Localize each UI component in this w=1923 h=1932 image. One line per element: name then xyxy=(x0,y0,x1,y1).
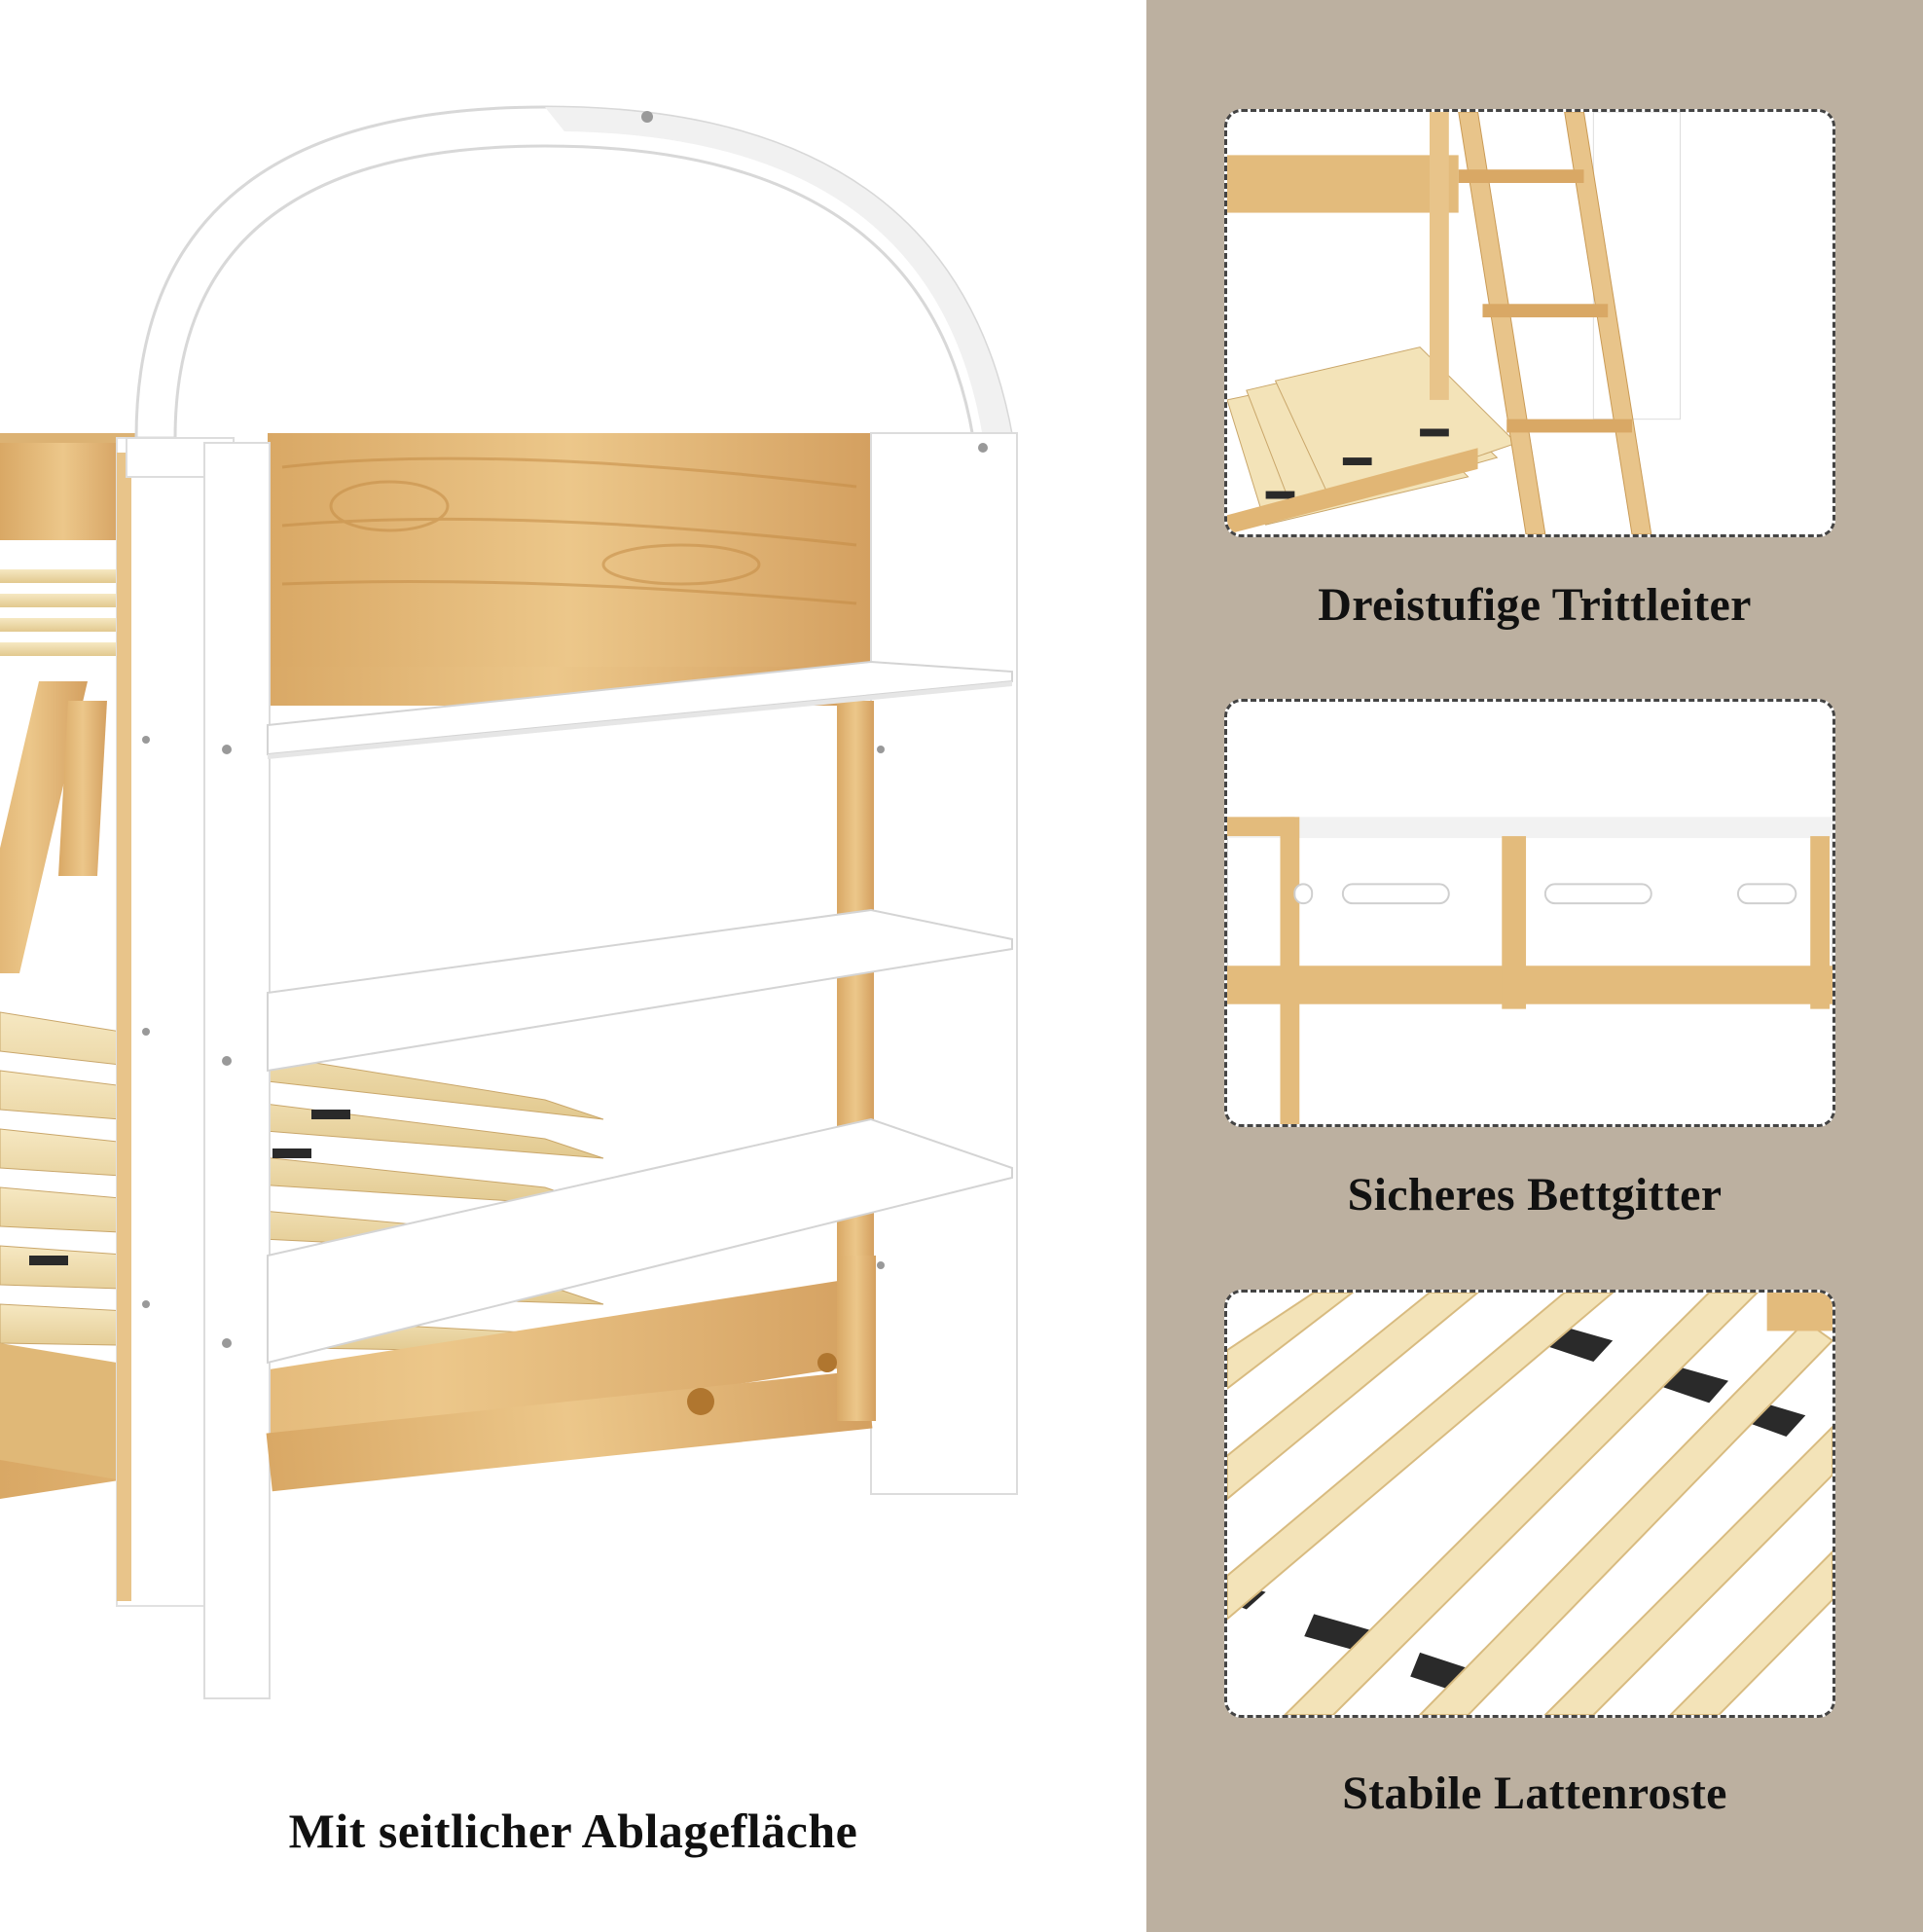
feature-guardrail-thumb xyxy=(1224,699,1835,1127)
feature-ladder-thumb xyxy=(1224,109,1835,537)
guardrail-illustration xyxy=(1227,702,1832,1124)
slats-illustration xyxy=(1227,1293,1832,1715)
feature-slats-thumb xyxy=(1224,1290,1835,1718)
feature-caption-slats: Stabile Lattenroste xyxy=(1342,1768,1727,1819)
bed-shelf-illustration xyxy=(0,105,1018,1699)
ladder-illustration xyxy=(1227,112,1832,534)
main-product-photo: Mit seitlicher Ablagefläche xyxy=(0,105,1018,1858)
main-caption: Mit seitlicher Ablagefläche xyxy=(288,1804,858,1858)
feature-caption-ladder: Dreistufige Trittleiter xyxy=(1318,579,1752,631)
feature-caption-guardrail: Sicheres Bettgitter xyxy=(1347,1169,1723,1221)
feature-panel: Dreistufige Trittleiter Sicheres Bettgit… xyxy=(1146,0,1923,1932)
